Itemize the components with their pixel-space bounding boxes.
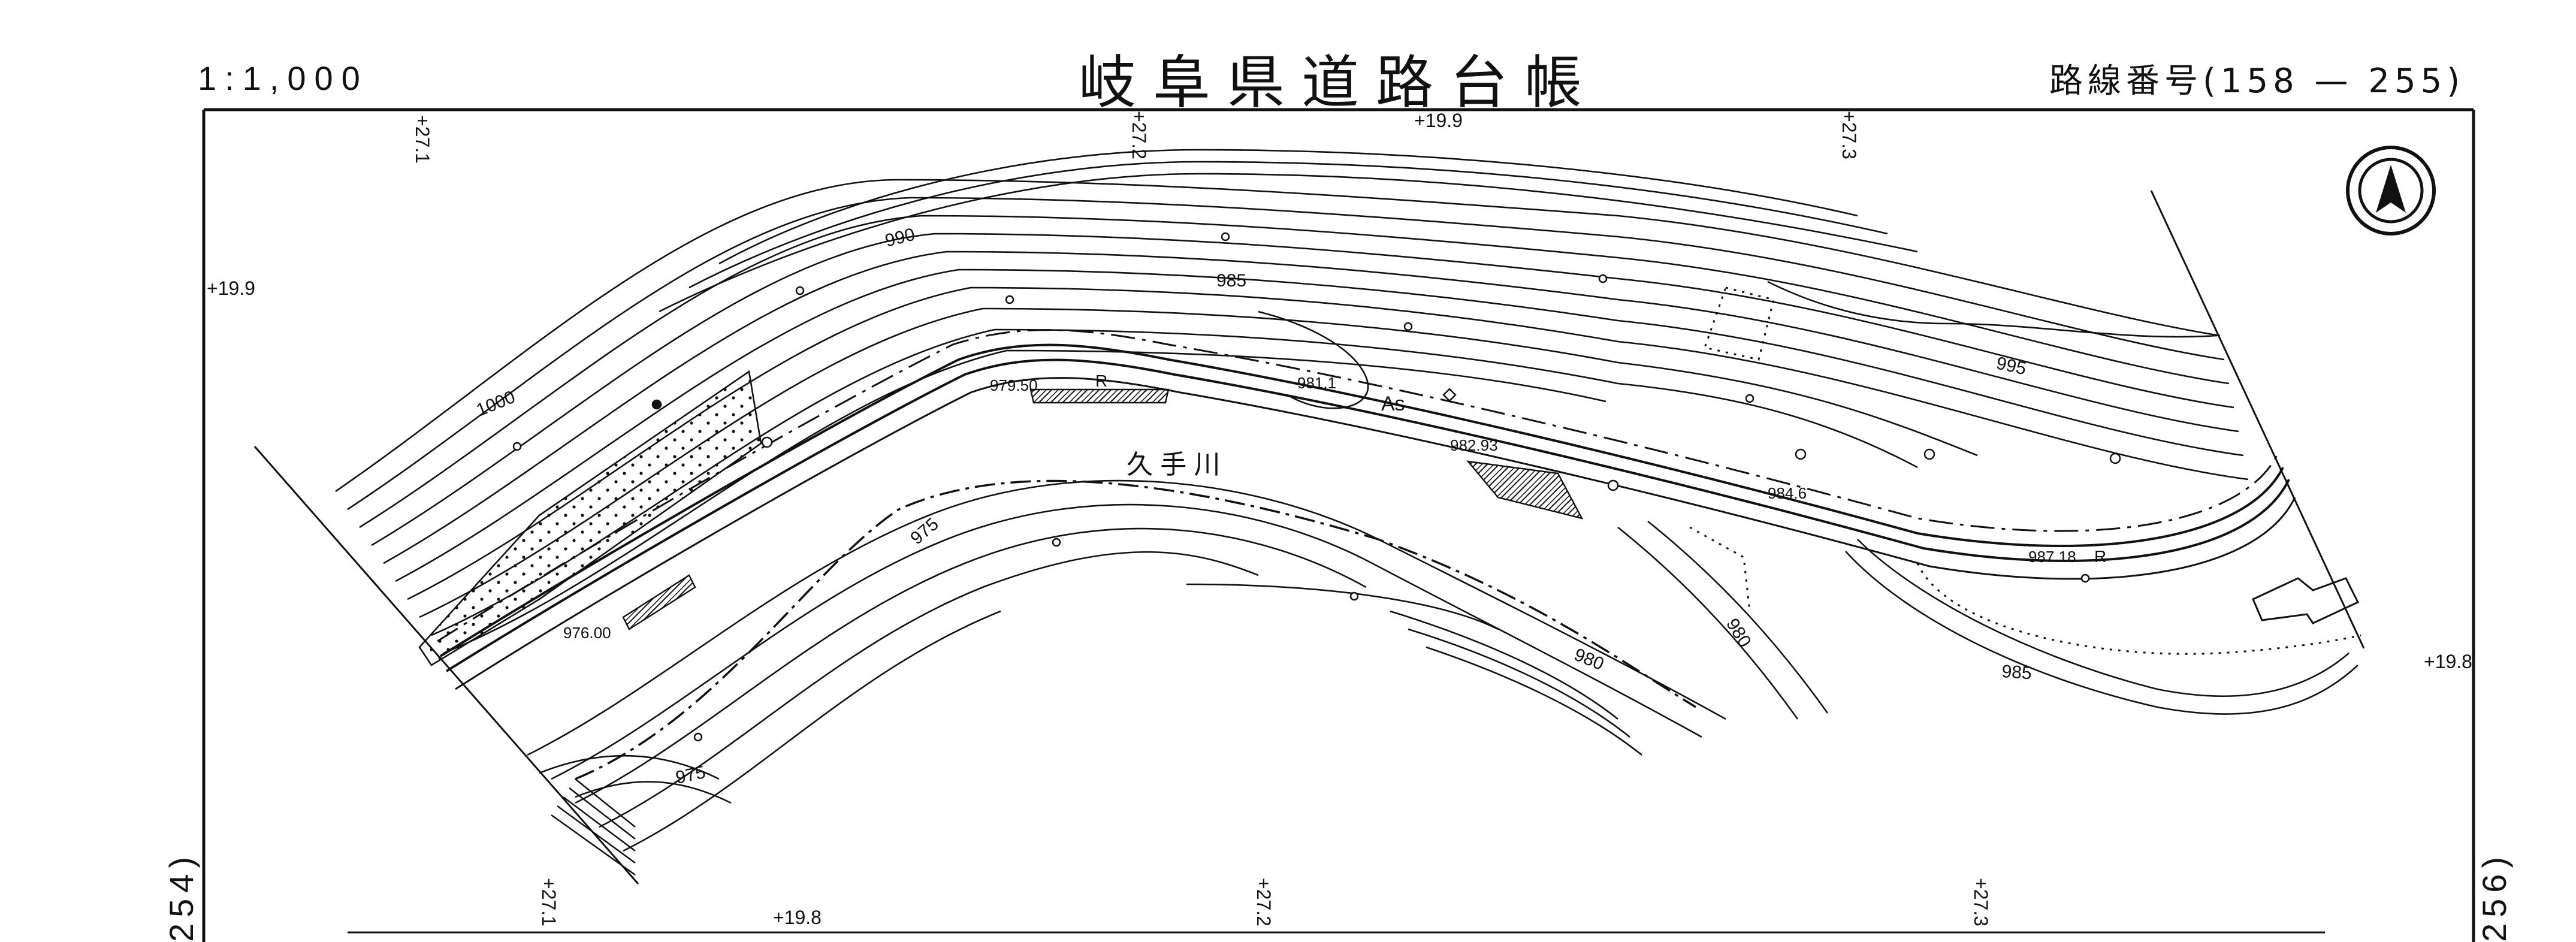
contour-label: 990: [883, 225, 917, 251]
elevation-label: 984.6: [1768, 484, 1807, 502]
contour-lines-lower: [527, 479, 2358, 852]
contour-lines-upper: [335, 149, 2249, 654]
north-arrow-icon: [2346, 146, 2436, 236]
contour-label: 985: [1216, 271, 1246, 291]
map-symbols: [512, 232, 2121, 742]
station-label: +19.8: [2424, 651, 2472, 672]
route-number: 路線番号(158 — 255): [2049, 62, 2465, 101]
station-label: +27.1: [412, 115, 433, 164]
contour-label: 980: [1722, 615, 1755, 651]
station-label: +19.9: [207, 277, 255, 299]
river-name: 久 手 川: [1127, 450, 1220, 479]
elevation-label: 979.50: [990, 376, 1038, 394]
contour-label: 1000: [473, 387, 518, 421]
station-label: +27.3: [1838, 111, 1860, 159]
station-label: +27.1: [538, 878, 560, 926]
elevation-label: 987.18: [2028, 548, 2076, 566]
station-label: +19.9: [1414, 110, 1463, 131]
road-lines: [437, 329, 2296, 690]
hatched-structures: [622, 388, 1584, 630]
contour-label: 975: [674, 762, 708, 788]
elevation-label: 981.1: [1297, 374, 1336, 392]
contour-label: 985: [2001, 662, 2033, 683]
station-label: +19.8: [773, 907, 822, 928]
building: [2252, 577, 2360, 624]
map-frame: [202, 108, 2475, 942]
area-boundary: [253, 190, 2365, 884]
station-label: +27.2: [1128, 111, 1150, 159]
r-mark: R: [1095, 372, 1107, 390]
sheet-title: 岐阜県道路台帳: [1079, 49, 1599, 116]
map-scale: 1:1,000: [198, 59, 369, 97]
station-label: +27.3: [1970, 878, 1992, 926]
dotted-slope: [418, 370, 762, 666]
contour-label: 995: [1995, 354, 2028, 379]
elevation-label: 982.93: [1450, 436, 1498, 454]
pavement-label: As: [1381, 393, 1405, 415]
dotted-boundaries: [1689, 286, 2361, 655]
river-centerline: [575, 479, 1696, 780]
station-label: +27.2: [1253, 878, 1275, 926]
slope-hachures: [551, 778, 636, 876]
elevation-label: 976.00: [563, 624, 611, 642]
r-mark: R: [2094, 547, 2106, 566]
